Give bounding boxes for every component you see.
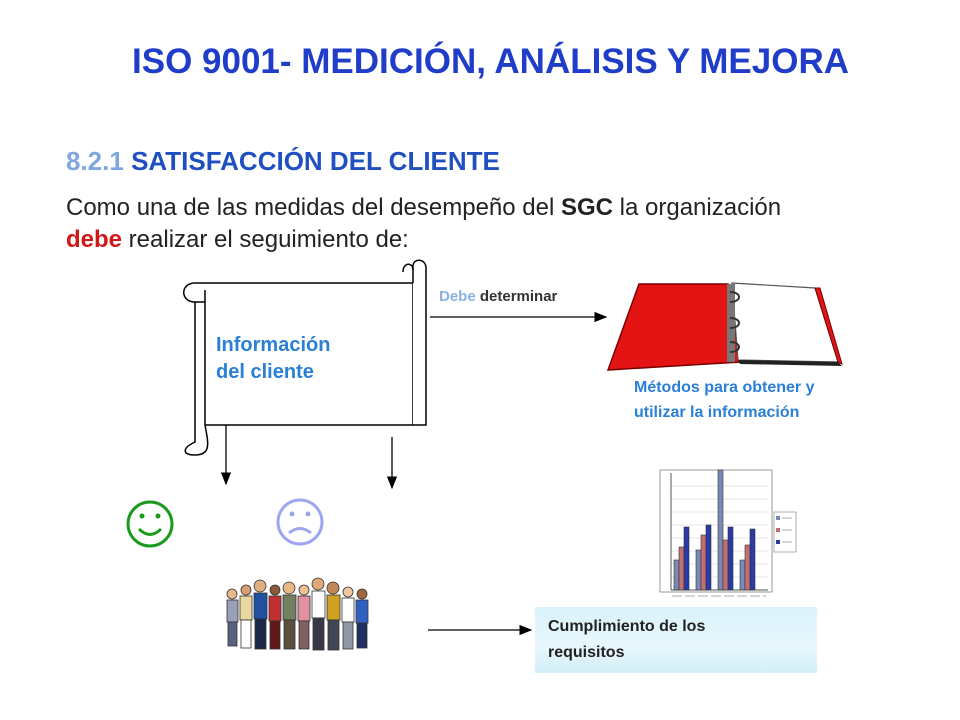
customer-information-label: Información del cliente — [216, 332, 330, 386]
scroll-label-line-2: del cliente — [216, 361, 314, 383]
requirements-label-line-2: requisitos — [548, 643, 625, 661]
determine-label-debe: Debe — [439, 288, 476, 305]
smiley-sad-icon — [276, 498, 324, 546]
body-emphasis-sgc: SGC — [560, 194, 613, 221]
body-emphasis-debe: debe — [66, 226, 123, 254]
body-text-3: realizar el seguimiento de: — [122, 226, 409, 254]
section-number: 8.2.1 — [66, 146, 124, 176]
people-group-icon — [226, 577, 369, 651]
body-text-1: Como una de las medidas del desempeño de… — [66, 194, 561, 221]
requirements-label-line-1: Cumplimiento de los — [548, 618, 706, 635]
determine-label: Debe determinar — [439, 288, 557, 305]
methods-label: Métodos para obtener y utilizar la inform… — [634, 376, 814, 426]
scroll-icon — [183, 259, 427, 456]
bar-chart-icon — [659, 469, 797, 597]
methods-label-line-2: utilizar la información — [634, 403, 800, 421]
methods-label-line-1: Métodos para obtener y — [634, 379, 815, 396]
determine-label-verb: determinar — [475, 288, 558, 305]
smiley-happy-icon — [126, 500, 174, 548]
section-title: SATISFACCIÓN DEL CLIENTE — [131, 146, 500, 176]
scroll-label-line-1: Información — [216, 334, 331, 356]
body-text-2: la organización — [613, 194, 782, 221]
binder-icon — [606, 282, 843, 371]
requirements-label: Cumplimiento de los requisitos — [548, 614, 808, 665]
section-heading: 8.2.1 SATISFACCIÓN DEL CLIENTE — [66, 146, 500, 177]
requirements-box — [535, 607, 817, 673]
body-paragraph: Como una de las medidas del desempeño de… — [66, 192, 936, 256]
slide-title: ISO 9001- MEDICIÓN, ANÁLISIS Y MEJORA — [132, 42, 850, 81]
